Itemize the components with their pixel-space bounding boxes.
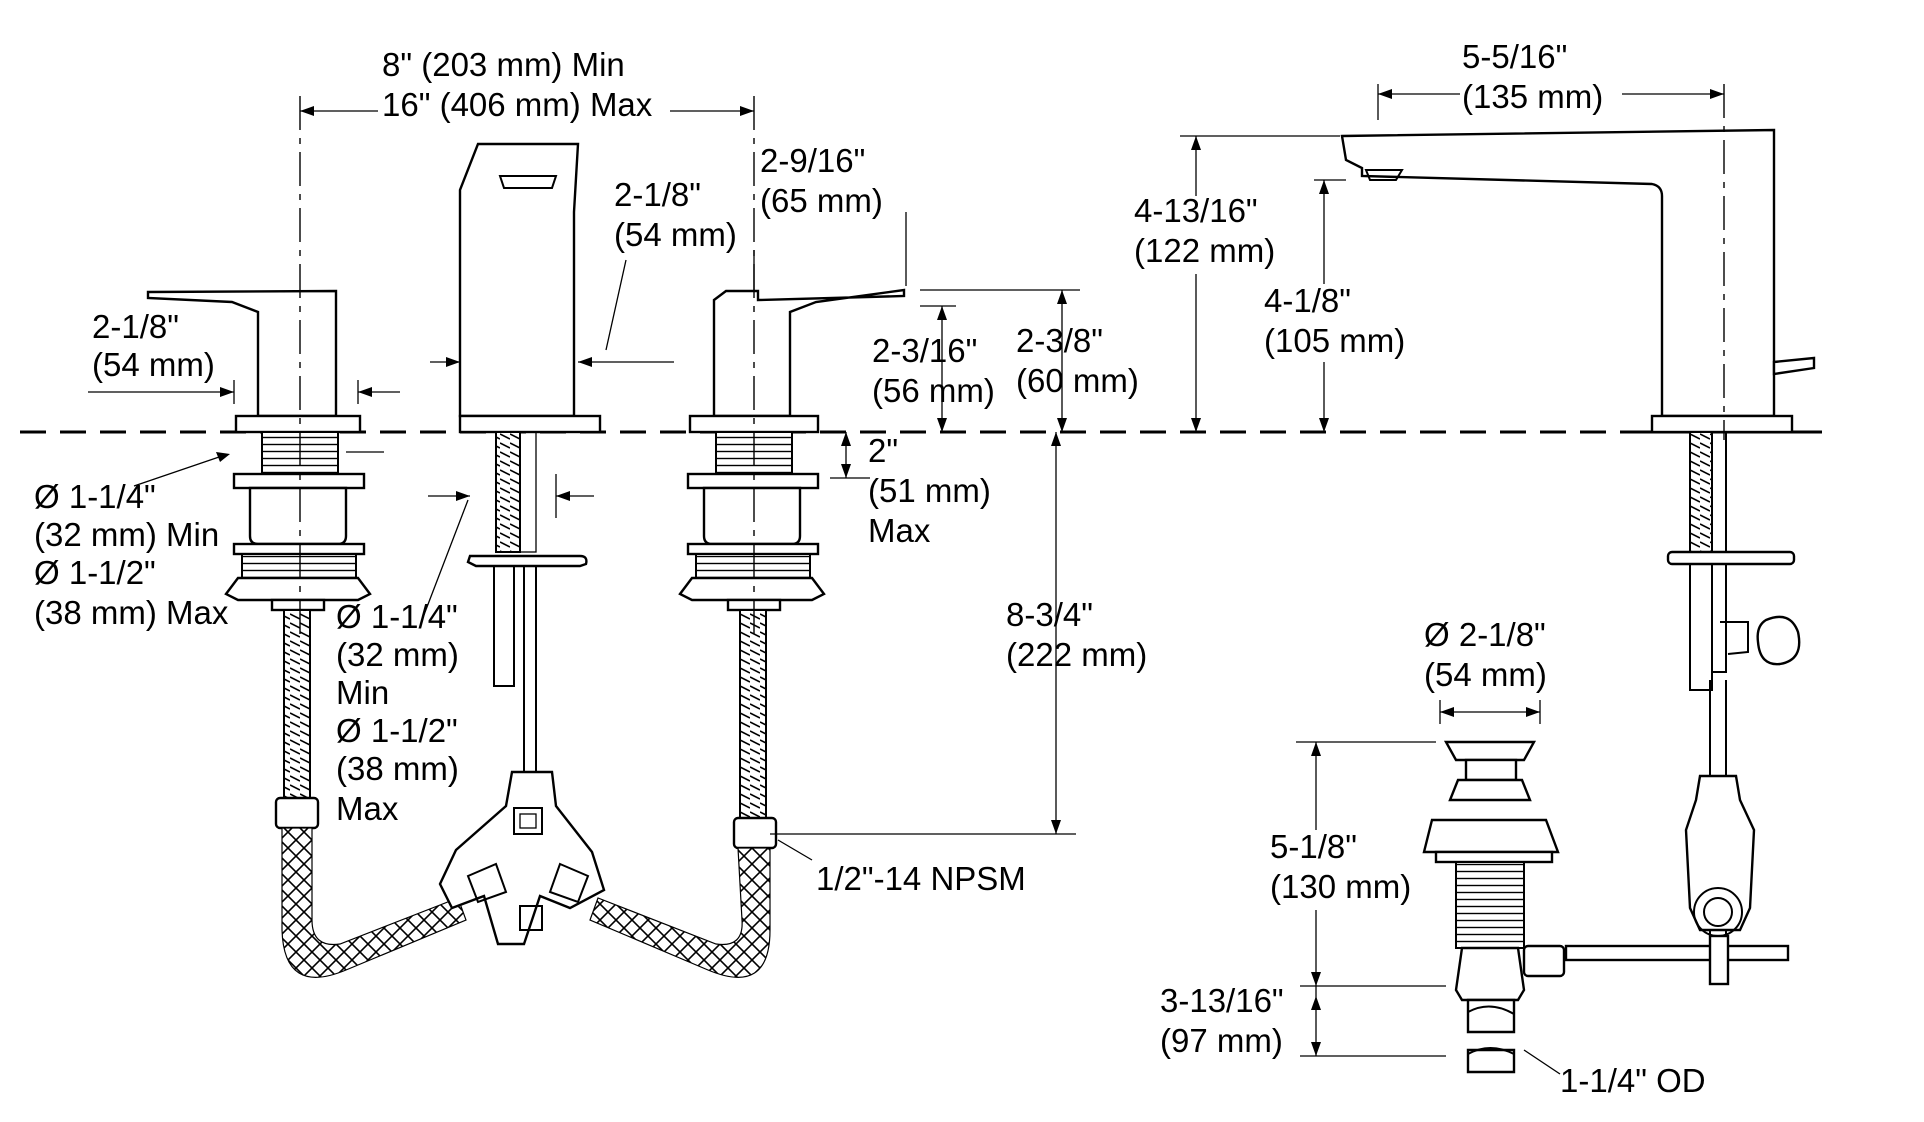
left-handle-valve	[146, 289, 372, 830]
tee-connector	[438, 770, 606, 946]
spread-max-label: 16" (406 mm) Max	[382, 86, 653, 123]
deck-max-mm-label: (51 mm)	[868, 472, 991, 509]
handle-hole-max-label: Ø 1-1/2"	[34, 554, 156, 591]
drain-body-label: 5-1/8"	[1270, 828, 1357, 865]
center-spout	[458, 142, 602, 777]
spout-hole-max-label: Ø 1-1/2"	[336, 712, 458, 749]
handle-hole-max-mm-label: (38 mm) Max	[34, 594, 229, 631]
spread-min-label: 8" (203 mm) Min	[382, 46, 625, 83]
handle-height-right-mm-label: (60 mm)	[1016, 362, 1139, 399]
spout-hole-max-mm-label: (38 mm)	[336, 750, 459, 787]
drain-flange-label: Ø 2-1/8"	[1424, 616, 1546, 653]
supply-depth-label: 8-3/4"	[1006, 596, 1093, 633]
spout-reach-label: 5-5/16"	[1462, 38, 1567, 75]
supply-depth-mm-label: (222 mm)	[1006, 636, 1147, 673]
dimension-lines	[88, 84, 1724, 1075]
tailpiece-label: 3-13/16"	[1160, 982, 1284, 1019]
spout-reach-mm-label: (135 mm)	[1462, 78, 1603, 115]
handle-height-left-label: 2-3/16"	[872, 332, 977, 369]
drain-body-mm-label: (130 mm)	[1270, 868, 1411, 905]
spout-hole-max-suffix-label: Max	[336, 790, 399, 827]
spout-height-label: 4-13/16"	[1134, 192, 1258, 229]
centerlines	[299, 84, 1725, 640]
handle-height-right-label: 2-3/8"	[1016, 322, 1103, 359]
handle-hole-min-mm-label: (32 mm) Min	[34, 516, 219, 553]
spout-width-label: 2-1/8"	[614, 176, 701, 213]
spout-hole-min-label: Ø 1-1/4"	[336, 598, 458, 635]
deck-max-suffix-label: Max	[868, 512, 931, 549]
spout-width-mm-label: (54 mm)	[614, 216, 737, 253]
handle-hole-min-label: Ø 1-1/4"	[34, 478, 156, 515]
handle-width-label: 2-1/8"	[92, 308, 179, 345]
side-view-faucet	[1340, 128, 1816, 986]
pop-up-drain	[1422, 740, 1566, 1074]
spout-hole-min-mm-label: (32 mm)	[336, 636, 459, 673]
handle-length-label: 2-9/16"	[760, 142, 865, 179]
tailpiece-od-label: 1-1/4" OD	[1560, 1062, 1706, 1099]
right-handle-valve	[678, 288, 906, 850]
deck-max-label: 2"	[868, 432, 898, 469]
handle-height-left-mm-label: (56 mm)	[872, 372, 995, 409]
supply-hoses	[281, 827, 771, 978]
spout-hole-min-suffix-label: Min	[336, 674, 389, 711]
tailpiece-mm-label: (97 mm)	[1160, 1022, 1283, 1059]
connection-label: 1/2"-14 NPSM	[816, 860, 1026, 897]
drain-flange-mm-label: (54 mm)	[1424, 656, 1547, 693]
handle-width-mm-label: (54 mm)	[92, 346, 215, 383]
spout-outlet-height-mm-label: (105 mm)	[1264, 322, 1405, 359]
spout-outlet-height-label: 4-1/8"	[1264, 282, 1351, 319]
handle-length-mm-label: (65 mm)	[760, 182, 883, 219]
dimension-labels: 8" (203 mm) Min 16" (406 mm) Max 2-1/8" …	[34, 38, 1706, 1099]
spout-height-mm-label: (122 mm)	[1134, 232, 1275, 269]
